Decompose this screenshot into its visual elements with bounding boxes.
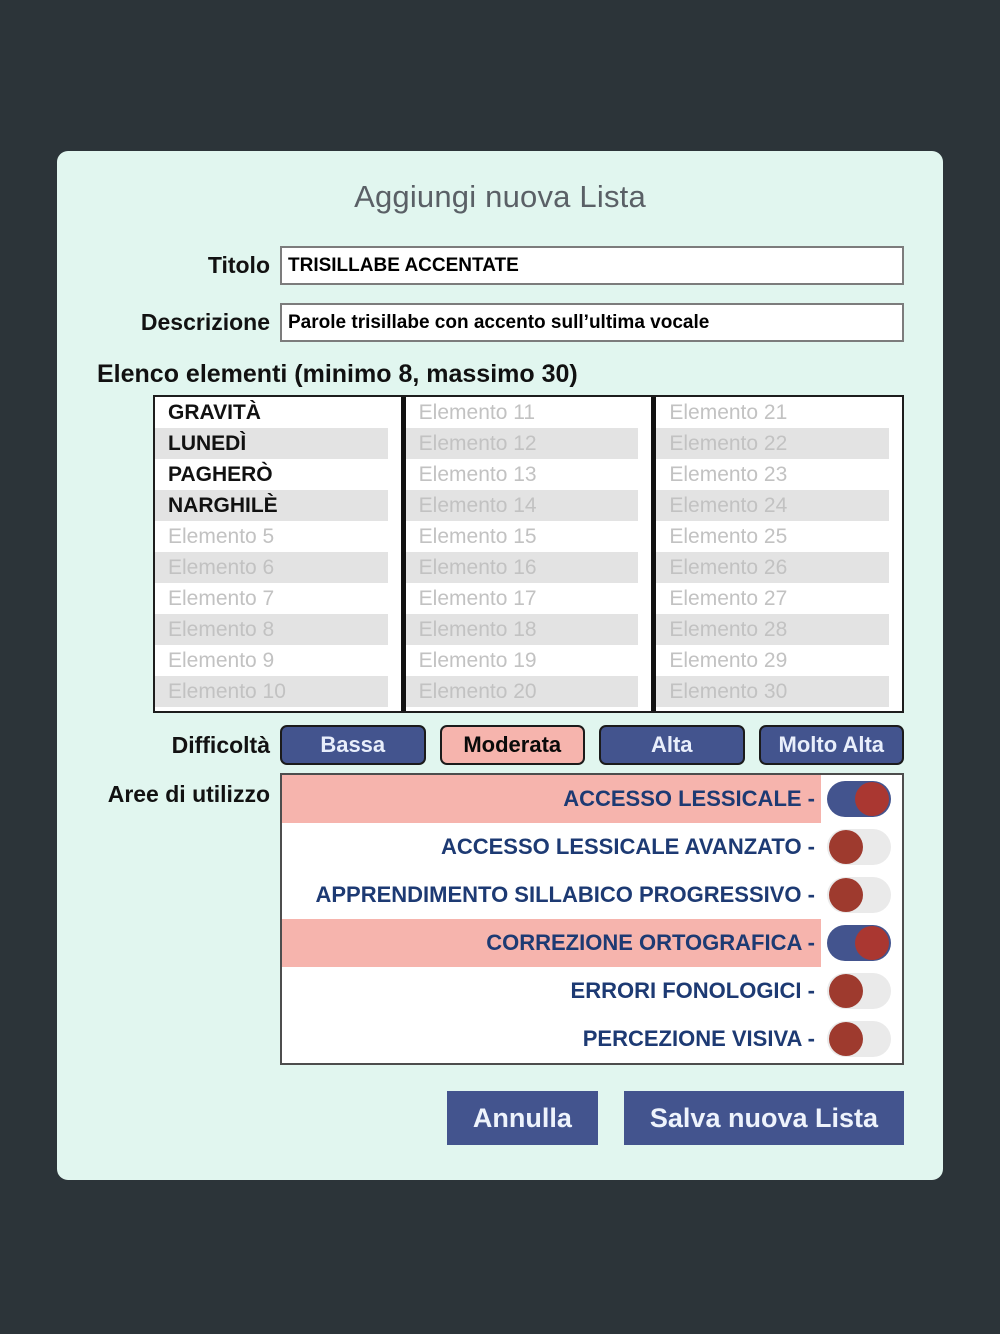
elenco-elementi-label: Elenco elementi (minimo 8, massimo 30) bbox=[97, 360, 578, 388]
elenco-item[interactable]: Elemento 26 bbox=[656, 552, 890, 583]
toggle-knob-icon bbox=[829, 830, 863, 864]
difficolta-option-alta[interactable]: Alta bbox=[599, 725, 745, 765]
descrizione-row: Descrizione Parole trisillabe con accent… bbox=[57, 303, 943, 342]
elenco-item[interactable]: Elemento 8 bbox=[155, 614, 388, 645]
aree-item-toggle[interactable] bbox=[827, 973, 891, 1009]
difficolta-row: Difficoltà Bassa Moderata Alta Molto Alta bbox=[57, 725, 943, 765]
aree-item[interactable]: APPRENDIMENTO SILLABICO PROGRESSIVO - bbox=[282, 871, 902, 919]
elenco-item[interactable]: LUNEDÌ bbox=[155, 428, 388, 459]
toggle-knob-icon bbox=[829, 878, 863, 912]
difficolta-option-moderata[interactable]: Moderata bbox=[439, 725, 585, 765]
dialog-title: Aggiungi nuova Lista bbox=[354, 179, 646, 214]
elenco-item[interactable]: Elemento 14 bbox=[405, 490, 639, 521]
aree-item-toggle[interactable] bbox=[827, 925, 891, 961]
elenco-item[interactable]: Elemento 22 bbox=[656, 428, 890, 459]
titolo-row: Titolo TRISILLABE ACCENTATE bbox=[57, 246, 943, 285]
elenco-item[interactable]: Elemento 12 bbox=[405, 428, 639, 459]
aree-item[interactable]: ACCESSO LESSICALE AVANZATO - bbox=[282, 823, 902, 871]
titolo-input[interactable]: TRISILLABE ACCENTATE bbox=[280, 246, 904, 285]
descrizione-label: Descrizione bbox=[140, 309, 270, 335]
add-list-dialog: Aggiungi nuova Lista Titolo TRISILLABE A… bbox=[57, 151, 943, 1180]
titolo-label: Titolo bbox=[207, 252, 270, 278]
elenco-item[interactable]: Elemento 27 bbox=[656, 583, 890, 614]
elenco-item[interactable]: Elemento 11 bbox=[405, 397, 639, 428]
elenco-item[interactable]: Elemento 7 bbox=[155, 583, 388, 614]
difficolta-label: Difficoltà bbox=[171, 731, 270, 758]
aree-item-label: PERCEZIONE VISIVA - bbox=[582, 1026, 815, 1051]
aree-item-label: CORREZIONE ORTOGRAFICA - bbox=[282, 919, 821, 967]
aree-item-toggle[interactable] bbox=[827, 1021, 891, 1057]
difficolta-option-molto-alta[interactable]: Molto Alta bbox=[758, 725, 904, 765]
aree-di-utilizzo-list: ACCESSO LESSICALE - ACCESSO LESSICALE AVA… bbox=[280, 773, 904, 1065]
elenco-item[interactable]: Elemento 16 bbox=[405, 552, 639, 583]
elenco-item[interactable]: Elemento 23 bbox=[656, 459, 890, 490]
elenco-item[interactable]: NARGHILÈ bbox=[155, 490, 388, 521]
elenco-item[interactable]: Elemento 18 bbox=[405, 614, 639, 645]
elenco-item[interactable]: Elemento 28 bbox=[656, 614, 890, 645]
dialog-footer: Annulla Salva nuova Lista bbox=[57, 1091, 943, 1145]
elenco-item[interactable]: Elemento 6 bbox=[155, 552, 388, 583]
elenco-item[interactable]: Elemento 19 bbox=[405, 645, 639, 676]
aree-item-label: APPRENDIMENTO SILLABICO PROGRESSIVO - bbox=[315, 882, 815, 907]
aree-di-utilizzo-row: Aree di utilizzo ACCESSO LESSICALE -ACCE… bbox=[57, 773, 943, 1065]
aree-item-label: ACCESSO LESSICALE - bbox=[282, 775, 821, 823]
difficolta-option-bassa[interactable]: Bassa bbox=[280, 725, 426, 765]
elenco-item[interactable]: Elemento 30 bbox=[656, 676, 890, 707]
aree-item-toggle[interactable] bbox=[827, 781, 891, 817]
elenco-item[interactable]: Elemento 20 bbox=[405, 676, 639, 707]
descrizione-input[interactable]: Parole trisillabe con accento sull’ultim… bbox=[280, 303, 904, 342]
save-button[interactable]: Salva nuova Lista bbox=[623, 1091, 904, 1145]
aree-item[interactable]: PERCEZIONE VISIVA - bbox=[282, 1015, 902, 1063]
elenco-item[interactable]: Elemento 5 bbox=[155, 521, 388, 552]
toggle-knob-icon bbox=[829, 1022, 863, 1056]
elenco-item[interactable]: Elemento 10 bbox=[155, 676, 388, 707]
elenco-item[interactable]: Elemento 15 bbox=[405, 521, 639, 552]
aree-item-toggle[interactable] bbox=[827, 829, 891, 865]
elenco-item[interactable]: Elemento 13 bbox=[405, 459, 639, 490]
elenco-item[interactable]: Elemento 21 bbox=[656, 397, 890, 428]
toggle-knob-icon bbox=[855, 926, 889, 960]
elenco-item[interactable]: Elemento 9 bbox=[155, 645, 388, 676]
elenco-item[interactable]: Elemento 17 bbox=[405, 583, 639, 614]
elenco-item[interactable]: Elemento 25 bbox=[656, 521, 890, 552]
elenco-item[interactable]: PAGHERÒ bbox=[155, 459, 388, 490]
toggle-knob-icon bbox=[829, 974, 863, 1008]
elenco-item[interactable]: GRAVITÀ bbox=[155, 397, 388, 428]
toggle-knob-icon bbox=[855, 782, 889, 816]
aree-item[interactable]: ERRORI FONOLOGICI - bbox=[282, 967, 902, 1015]
aree-item[interactable]: CORREZIONE ORTOGRAFICA - bbox=[282, 919, 902, 967]
elenco-item[interactable]: Elemento 24 bbox=[656, 490, 890, 521]
aree-item-label: ACCESSO LESSICALE AVANZATO - bbox=[440, 834, 815, 859]
difficolta-buttons: Bassa Moderata Alta Molto Alta bbox=[280, 725, 904, 765]
cancel-button[interactable]: Annulla bbox=[446, 1091, 598, 1145]
aree-item-label: ERRORI FONOLOGICI - bbox=[570, 978, 815, 1003]
aree-item-toggle[interactable] bbox=[827, 877, 891, 913]
aree-item[interactable]: ACCESSO LESSICALE - bbox=[282, 775, 902, 823]
aree-di-utilizzo-label: Aree di utilizzo bbox=[107, 781, 270, 807]
elenco-item[interactable]: Elemento 29 bbox=[656, 645, 890, 676]
